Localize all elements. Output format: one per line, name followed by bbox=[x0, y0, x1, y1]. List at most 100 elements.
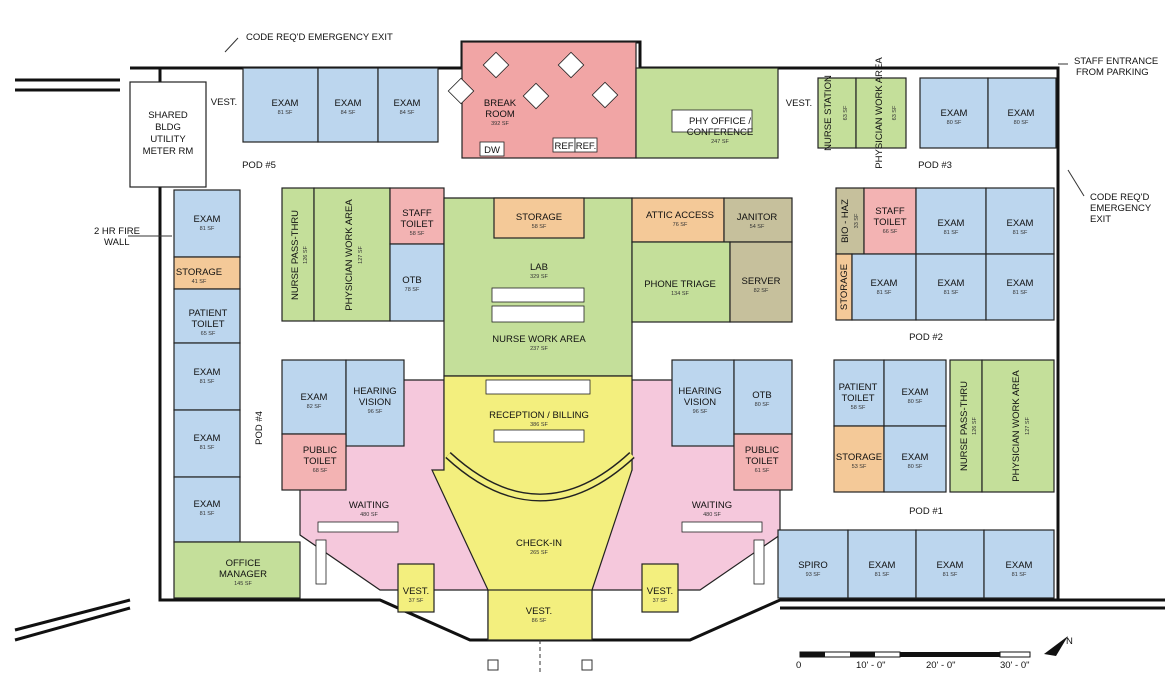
exam-name: EXAM bbox=[902, 452, 929, 463]
vest-se-sf: 37 SF bbox=[653, 598, 668, 604]
break-room-tables bbox=[447, 51, 619, 110]
nurse-pass-name: NURSE PASS-THRU bbox=[290, 210, 301, 300]
exam-sf: 81 SF bbox=[200, 445, 215, 451]
patient-toilet-room bbox=[173, 288, 241, 344]
exam-sf: 81 SF bbox=[944, 230, 959, 236]
exam-sf: 81 SF bbox=[200, 511, 215, 517]
phone-triage-name: PHONE TRIAGE bbox=[644, 279, 716, 290]
ref-label-1: REF bbox=[555, 141, 574, 152]
otb-sf: 78 SF bbox=[405, 287, 420, 293]
spiro-sf: 93 SF bbox=[806, 572, 821, 578]
staff-toilet-name-2: TOILET bbox=[400, 219, 433, 230]
exam-name: EXAM bbox=[941, 108, 968, 119]
exam-name: EXAM bbox=[272, 98, 299, 109]
patient-toilet-sf: 65 SF bbox=[201, 331, 216, 337]
nurse-work-name: NURSE WORK AREA bbox=[492, 334, 586, 345]
north-arrow-icon bbox=[1044, 636, 1068, 656]
code-exit-right-label-2: EMERGENCY bbox=[1090, 203, 1152, 214]
staff-toilet-sf: 66 SF bbox=[883, 229, 898, 235]
exam-room bbox=[317, 67, 379, 143]
exam-name: EXAM bbox=[938, 278, 965, 289]
staff-toilet-name-1: STAFF bbox=[875, 206, 905, 217]
code-exit-right-label-1: CODE REQ'D bbox=[1090, 192, 1149, 203]
server-name: SERVER bbox=[742, 276, 781, 287]
north-label: N bbox=[1066, 636, 1073, 647]
waiting-w-name: WAITING bbox=[349, 500, 389, 511]
nurse-pass-sf: 126 SF bbox=[972, 416, 978, 434]
waiting-w-sf: 480 SF bbox=[360, 512, 378, 518]
exam-name: EXAM bbox=[871, 278, 898, 289]
exam-room bbox=[985, 253, 1055, 321]
dw-label: DW bbox=[484, 145, 500, 156]
patient-toilet-name-1: PATIENT bbox=[189, 308, 228, 319]
storage-sf: 58 SF bbox=[532, 224, 547, 230]
janitor-sf: 54 SF bbox=[750, 224, 765, 230]
nurse-station-sf: 63 SF bbox=[843, 105, 849, 120]
bio-haz-name: BIO - HAZ bbox=[840, 199, 851, 243]
storage-room bbox=[833, 425, 885, 493]
public-toilet-w-sf: 68 SF bbox=[313, 468, 328, 474]
shared-label-3: UTILITY bbox=[150, 134, 186, 145]
vest-nw-label: VEST. bbox=[211, 97, 237, 108]
exam-room bbox=[173, 189, 241, 258]
physician-work-room bbox=[313, 187, 391, 322]
storage-name: STORAGE bbox=[839, 264, 850, 310]
exam-name: EXAM bbox=[1007, 278, 1034, 289]
pod4-label: POD #4 bbox=[254, 411, 265, 445]
patient-toilet-e-name-2: TOILET bbox=[841, 393, 874, 404]
physician-work-sf: 127 SF bbox=[358, 245, 364, 263]
physician-work-sf: 127 SF bbox=[1025, 416, 1031, 434]
nurse-pass-name: NURSE PASS-THRU bbox=[959, 381, 970, 471]
hearing-w-sf: 96 SF bbox=[368, 409, 383, 415]
check-in-sf: 265 SF bbox=[530, 550, 548, 556]
storage-name: STORAGE bbox=[516, 212, 562, 223]
code-exit-right-label-3: EXIT bbox=[1090, 214, 1111, 225]
exam-room bbox=[851, 253, 917, 321]
lab-sf: 329 SF bbox=[530, 274, 548, 280]
nurse-station-room bbox=[817, 77, 857, 149]
storage-sf: 41 SF bbox=[192, 279, 207, 285]
physician-work-room bbox=[981, 359, 1055, 493]
exam-room bbox=[242, 67, 319, 143]
exam-name: EXAM bbox=[194, 214, 221, 225]
pod3-label: POD #3 bbox=[918, 160, 952, 171]
break-room-name-1: BREAK bbox=[484, 98, 517, 109]
exam-name: EXAM bbox=[937, 560, 964, 571]
exam-room bbox=[915, 253, 987, 321]
exam-room bbox=[173, 342, 241, 411]
otb-name: OTB bbox=[752, 390, 772, 401]
storage-room bbox=[493, 197, 585, 239]
exam-room bbox=[173, 409, 241, 478]
exam-name: EXAM bbox=[394, 98, 421, 109]
scale-0: 0 bbox=[796, 660, 801, 671]
physician-work-name: PHYSICIAN WORK AREA bbox=[1011, 370, 1022, 482]
pod1-label: POD #1 bbox=[909, 506, 943, 517]
code-exit-top-label: CODE REQ'D EMERGENCY EXIT bbox=[246, 32, 393, 43]
pod5-label: POD #5 bbox=[242, 160, 276, 171]
vest-sw-sf: 37 SF bbox=[409, 598, 424, 604]
exam-sf: 81 SF bbox=[1013, 290, 1028, 296]
exam-name: EXAM bbox=[194, 433, 221, 444]
bio-haz-sf: 33 SF bbox=[854, 213, 860, 228]
exam-sf: 84 SF bbox=[400, 110, 415, 116]
waiting-e-name: WAITING bbox=[692, 500, 732, 511]
hearing-e-name-2: VISION bbox=[684, 397, 716, 408]
nurse-pass-thru-room bbox=[281, 187, 315, 322]
lab-name: LAB bbox=[530, 262, 548, 273]
exam-sf: 81 SF bbox=[1012, 572, 1027, 578]
vest-se-name: VEST. bbox=[647, 586, 673, 597]
shared-label-4: METER RM bbox=[143, 146, 194, 157]
exam-room bbox=[915, 529, 985, 599]
exam-room bbox=[987, 77, 1057, 149]
physician-work-name: PHYSICIAN WORK AREA bbox=[874, 57, 885, 169]
hearing-w-name-2: VISION bbox=[359, 397, 391, 408]
scale-bar bbox=[799, 651, 1031, 658]
exam-room bbox=[377, 67, 439, 143]
hearing-w-name-1: HEARING bbox=[353, 386, 396, 397]
staff-entrance-label-1: STAFF ENTRANCE bbox=[1074, 56, 1158, 67]
vest-sw-name: VEST. bbox=[403, 586, 429, 597]
fire-wall-label-2: WALL bbox=[104, 237, 130, 248]
janitor-name: JANITOR bbox=[737, 212, 778, 223]
check-in-name: CHECK-IN bbox=[516, 538, 562, 549]
